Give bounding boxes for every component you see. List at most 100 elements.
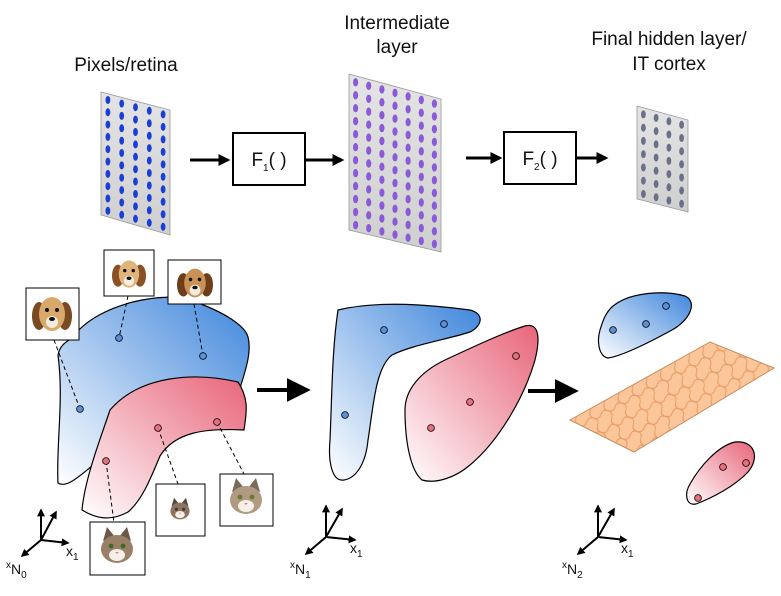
cat-points-stage1 xyxy=(427,352,520,432)
retina-unit xyxy=(146,106,152,115)
retina-unit xyxy=(119,210,125,219)
retina-unit xyxy=(160,210,166,219)
retina-unit xyxy=(105,182,111,191)
intermediate-unit xyxy=(379,123,385,133)
final-unit xyxy=(666,130,672,139)
intermediate-unit xyxy=(418,236,424,246)
final-unit xyxy=(666,117,672,126)
final-unit xyxy=(679,160,684,169)
intermediate-unit xyxy=(405,92,411,101)
intermediate-unit xyxy=(418,185,424,194)
intermediate-unit xyxy=(431,176,437,185)
retina-unit xyxy=(105,169,111,178)
intermediate-unit xyxy=(366,224,372,233)
final-unit xyxy=(679,120,684,129)
intermediate-unit xyxy=(431,124,437,134)
intermediate-unit xyxy=(353,78,359,87)
dog-face-icon xyxy=(177,268,213,298)
axis-n-label-stage2: xN2 xyxy=(562,560,583,581)
final-unit xyxy=(666,196,672,205)
intermediate-unit xyxy=(431,201,437,210)
intermediate-unit xyxy=(353,194,359,204)
axis-x1-label-stage0: x1 xyxy=(66,543,79,563)
retina-unit xyxy=(160,185,166,194)
intermediate-unit xyxy=(431,163,437,172)
intermediate-unit xyxy=(366,133,372,142)
intermediate-unit xyxy=(405,130,411,140)
retina-unit xyxy=(146,144,152,153)
retina-unit xyxy=(105,120,111,129)
final-unit xyxy=(653,127,659,136)
intermediate-unit xyxy=(392,140,398,149)
intermediate-unit xyxy=(366,146,372,155)
retina-unit xyxy=(160,147,166,156)
dog-face-icon xyxy=(112,260,146,288)
intermediate-unit xyxy=(405,156,411,165)
decision-plane xyxy=(568,341,776,453)
final-unit xyxy=(653,113,659,122)
retina-unit xyxy=(119,198,125,207)
retina-unit xyxy=(133,214,138,223)
intermediate-unit xyxy=(405,143,411,152)
retina-unit xyxy=(133,128,138,136)
intermediate-unit xyxy=(392,166,398,175)
intermediate-unit xyxy=(392,217,398,226)
intermediate-unit xyxy=(418,172,424,182)
intermediate-unit xyxy=(392,230,398,239)
retina-unit xyxy=(119,111,125,120)
intermediate-unit xyxy=(353,181,359,191)
intermediate-unit xyxy=(379,136,385,146)
intermediate-unit xyxy=(379,111,385,120)
axes-stage1 xyxy=(304,504,357,556)
intermediate-unit xyxy=(405,118,411,127)
intermediate-unit xyxy=(418,223,424,233)
intermediate-unit xyxy=(418,147,424,156)
final-unit xyxy=(653,166,659,175)
stage-title-final-line1: Final hidden layer/ xyxy=(591,29,747,50)
intermediate-unit xyxy=(418,198,424,207)
intermediate-unit xyxy=(379,188,385,197)
intermediate-unit xyxy=(418,95,424,105)
intermediate-unit xyxy=(353,104,359,113)
cat-manifold-stage2 xyxy=(686,441,756,505)
final-unit xyxy=(679,199,684,208)
cat-face-icon xyxy=(170,497,190,520)
dog-manifold-stage1 xyxy=(328,303,481,481)
final-unit xyxy=(653,180,659,188)
final-unit xyxy=(641,136,646,145)
stage-title-intermediate-line1: Intermediate xyxy=(344,13,450,34)
dog-points-stage2 xyxy=(609,302,670,334)
intermediate-unit xyxy=(418,108,424,118)
intermediate-unit xyxy=(366,159,372,168)
intermediate-unit xyxy=(431,112,437,121)
dog-points-stage0 xyxy=(76,334,207,413)
final-unit xyxy=(641,150,646,159)
intermediate-unit xyxy=(392,153,398,162)
intermediate-unit xyxy=(405,220,411,230)
retina-unit xyxy=(160,197,166,206)
retina-unit xyxy=(133,152,138,161)
intermediate-unit xyxy=(353,207,359,217)
final-unit xyxy=(679,186,684,195)
final-unit xyxy=(641,163,646,172)
retina-unit xyxy=(105,108,111,117)
intermediate-unit xyxy=(379,149,385,159)
dog-image-1 xyxy=(25,287,80,341)
intermediate-unit xyxy=(418,134,424,143)
intermediate-unit xyxy=(366,172,372,181)
intermediate-unit xyxy=(366,185,372,194)
axes-stage0 xyxy=(20,508,70,558)
intermediate-unit xyxy=(392,114,398,123)
intermediate-unit xyxy=(418,159,424,169)
retina-unit xyxy=(133,103,138,112)
intermediate-unit xyxy=(353,156,359,165)
intermediate-unit xyxy=(431,99,437,108)
retina-unit xyxy=(160,110,166,119)
final-unit xyxy=(641,190,646,198)
cat-points-stage0 xyxy=(102,418,221,465)
dog-face-icon xyxy=(32,297,72,331)
intermediate-unit xyxy=(405,195,411,204)
retina-unit xyxy=(160,222,166,231)
final-unit xyxy=(653,153,659,162)
